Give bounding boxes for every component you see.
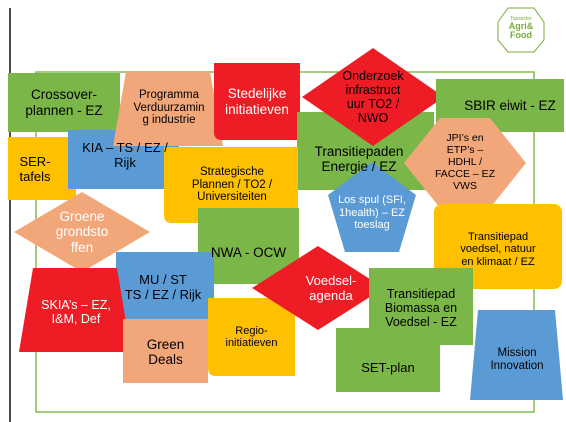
label-transitiepad-voedsel: Transitiepad voedsel, natuur en klimaat …: [460, 230, 536, 268]
shape-skia: [19, 268, 131, 352]
shape-jpi: [404, 118, 526, 208]
label-green-deals: Green Deals: [146, 336, 185, 367]
logo-text: Agri& Food: [508, 21, 534, 40]
label-strategische: Strategische Plannen / TO2 / Universitei…: [191, 165, 273, 204]
shape-programma: [113, 72, 223, 146]
shape-transitiepad-voedsel: [434, 204, 562, 289]
shape-onderzoek: [302, 48, 444, 146]
label-jpi: JPI’s en ETP’s – HDHL / FACCE – EZ VWS: [434, 132, 496, 192]
logo-badge-icon: [497, 7, 545, 53]
label-transitiepaden: Transitiepaden Energie / EZ: [314, 143, 404, 174]
label-voedselagenda: Voedsel- agenda: [305, 273, 357, 303]
label-sbir: SBIR eiwit - EZ: [464, 97, 556, 113]
label-mission: Mission Innovation: [490, 347, 544, 372]
shape-green-deals: [123, 319, 208, 383]
label-kia: KIA – TS / EZ / Rijk: [82, 140, 168, 170]
label-programma: Programma Verduurzamin g industrie: [133, 88, 205, 127]
shape-crossover: [8, 73, 120, 132]
shape-losspul: [328, 162, 416, 252]
label-groene: Groene grondsto ffen: [55, 209, 109, 255]
label-stedelijke: Stedelijke initiatieven: [225, 86, 289, 117]
label-losspul: Los spul (SFI, 1health) – EZ toeslag: [338, 194, 406, 232]
label-regio: Regio- initiatieven: [225, 324, 278, 349]
label-mu: MU / ST TS / EZ / Rijk: [124, 272, 202, 302]
shape-setplan: [336, 328, 440, 392]
label-nwa: NWA - OCW: [210, 245, 287, 261]
label-skia: SKIA’s – EZ, I&M, Def: [41, 297, 111, 326]
label-onderzoek: Onderzoek infrastruct uur TO2 / NWO: [342, 68, 404, 126]
label-transitiepad-biomassa: Transitiepad Biomassa en Voedsel - EZ: [384, 286, 458, 330]
shape-voedselagenda: [252, 246, 384, 330]
shape-mu: [116, 252, 214, 325]
shape-strategische: [164, 147, 298, 223]
shape-regio: [208, 298, 295, 376]
label-crossover: Crossover- plannen - EZ: [25, 87, 103, 118]
shape-stedelijke: [214, 63, 300, 140]
shape-mission: [470, 310, 563, 400]
label-setplan: SET-plan: [361, 359, 415, 375]
label-ser: SER- tafels: [19, 154, 51, 184]
shape-ser: [8, 137, 76, 200]
logo-topline: Topsector: [510, 16, 532, 22]
